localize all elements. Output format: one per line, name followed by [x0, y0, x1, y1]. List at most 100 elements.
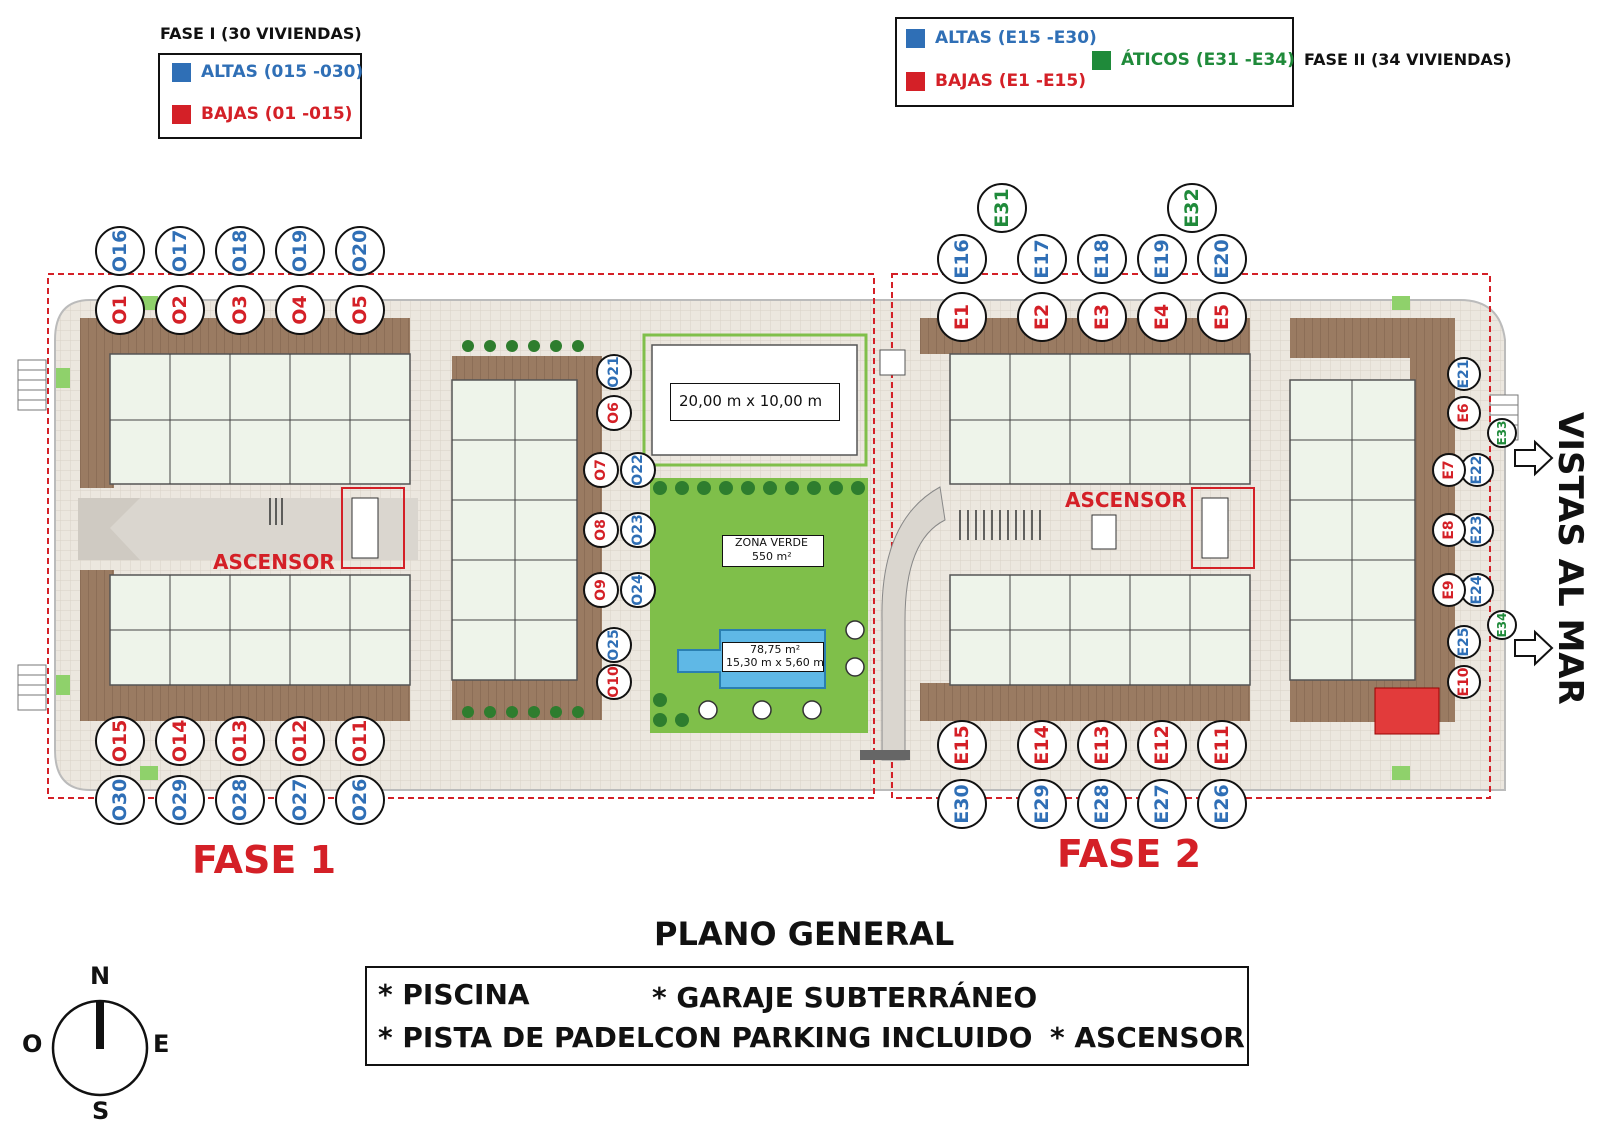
- unit-marker-o20: O20: [335, 226, 385, 276]
- unit-marker-label: O8: [593, 519, 609, 541]
- feature-piscina: * PISCINA: [378, 978, 530, 1011]
- unit-marker-e7: E7: [1432, 453, 1466, 487]
- ascensor-label-2: ASCENSOR: [1065, 488, 1187, 512]
- vistas-al-mar: VISTAS AL MAR: [1550, 412, 1590, 705]
- unit-marker-circle: [1137, 720, 1187, 770]
- unit-marker-circle: [155, 226, 205, 276]
- fase1-title: FASE 1: [192, 838, 337, 882]
- unit-marker-e32: E32: [1167, 183, 1217, 233]
- compass-s: S: [92, 1097, 110, 1125]
- unit-marker-e30: E30: [937, 779, 987, 829]
- unit-marker-o10: O10: [596, 664, 632, 700]
- unit-marker-circle: [1432, 573, 1466, 607]
- unit-marker-label: E3: [1091, 304, 1113, 330]
- unit-marker-label: E7: [1441, 460, 1457, 479]
- unit-marker-circle: [95, 775, 145, 825]
- ascensor-box-1: [341, 487, 405, 569]
- unit-marker-label: E33: [1495, 421, 1509, 446]
- unit-marker-e16: E16: [937, 234, 987, 284]
- unit-marker-label: E6: [1456, 403, 1472, 422]
- unit-marker-circle: [1447, 357, 1481, 391]
- unit-marker-circle: [335, 775, 385, 825]
- unit-marker-e8: E8: [1432, 513, 1466, 547]
- unit-marker-e19: E19: [1137, 234, 1187, 284]
- unit-marker-label: O14: [169, 720, 191, 763]
- unit-marker-e10: E10: [1447, 665, 1481, 699]
- unit-marker-circle: [335, 285, 385, 335]
- unit-marker-e9: E9: [1432, 573, 1466, 607]
- unit-marker-label: O22: [630, 454, 646, 485]
- feature-parking: CON PARKING INCLUIDO: [654, 1021, 1033, 1054]
- unit-marker-label: O3: [229, 295, 251, 324]
- unit-marker-label: E27: [1151, 784, 1173, 823]
- unit-marker-circle: [215, 775, 265, 825]
- unit-marker-label: O5: [349, 295, 371, 324]
- unit-marker-e34: E34: [1487, 610, 1517, 640]
- unit-marker-circle: [937, 720, 987, 770]
- unit-marker-circle: [596, 627, 632, 663]
- ascensor-label-1: ASCENSOR: [213, 550, 335, 574]
- unit-marker-label: E29: [1031, 784, 1053, 823]
- unit-marker-circle: [1487, 418, 1517, 448]
- unit-marker-label: E12: [1151, 725, 1173, 764]
- unit-marker-circle: [1197, 234, 1247, 284]
- unit-marker-e20: E20: [1197, 234, 1247, 284]
- unit-marker-label: E11: [1211, 725, 1233, 764]
- unit-marker-label: E30: [951, 784, 973, 823]
- unit-marker-label: E31: [991, 188, 1013, 227]
- unit-marker-label: E10: [1456, 667, 1472, 696]
- court-dims: 20,00 m x 10,00 m: [679, 392, 823, 410]
- unit-marker-o25: O25: [596, 627, 632, 663]
- unit-marker-label: E2: [1031, 304, 1053, 330]
- legend-fase1-box: [158, 53, 362, 139]
- unit-marker-label: O28: [229, 779, 251, 822]
- red-square-icon: [906, 71, 925, 91]
- sea-arrows: [1514, 439, 1554, 667]
- unit-marker-e6: E6: [1447, 396, 1481, 430]
- unit-marker-circle: [1137, 292, 1187, 342]
- unit-marker-label: O4: [289, 295, 311, 324]
- unit-marker-label: E9: [1441, 580, 1457, 599]
- unit-marker-e27: E27: [1137, 779, 1187, 829]
- unit-marker-label: E5: [1211, 304, 1233, 330]
- unit-marker-e15: E15: [937, 720, 987, 770]
- compass-o: O: [22, 1030, 43, 1058]
- unit-marker-circle: [1432, 453, 1466, 487]
- unit-marker-label: E1: [951, 304, 973, 330]
- unit-marker-label: E32: [1181, 188, 1203, 227]
- unit-marker-o11: O11: [335, 716, 385, 766]
- unit-marker-circle: [275, 716, 325, 766]
- unit-marker-e26: E26: [1197, 779, 1247, 829]
- unit-marker-e23: E23: [1460, 513, 1494, 547]
- unit-marker-label: E13: [1091, 725, 1113, 764]
- unit-marker-e4: E4: [1137, 292, 1187, 342]
- unit-marker-e25: E25: [1447, 625, 1481, 659]
- zona-verde-area: 550 m²: [752, 550, 792, 563]
- unit-marker-o17: O17: [155, 226, 205, 276]
- unit-marker-e11: E11: [1197, 720, 1247, 770]
- unit-marker-circle: [275, 226, 325, 276]
- unit-marker-circle: [1447, 665, 1481, 699]
- unit-marker-e31: E31: [977, 183, 1027, 233]
- unit-marker-label: E17: [1031, 239, 1053, 278]
- unit-marker-label: E34: [1495, 613, 1509, 638]
- legend-fase1-title: FASE I (30 VIVIENDAS): [160, 24, 362, 43]
- unit-marker-label: O11: [349, 720, 371, 763]
- unit-marker-circle: [596, 354, 632, 390]
- unit-marker-label: E15: [951, 725, 973, 764]
- unit-marker-e17: E17: [1017, 234, 1067, 284]
- unit-marker-label: E22: [1469, 455, 1485, 484]
- unit-marker-e28: E28: [1077, 779, 1127, 829]
- unit-marker-label: O12: [289, 720, 311, 763]
- unit-marker-label: O16: [109, 230, 131, 273]
- unit-marker-o13: O13: [215, 716, 265, 766]
- unit-marker-label: O21: [606, 356, 622, 387]
- unit-marker-e21: E21: [1447, 357, 1481, 391]
- unit-marker-e29: E29: [1017, 779, 1067, 829]
- unit-marker-circle: [155, 285, 205, 335]
- fase2-title: FASE 2: [1057, 832, 1202, 876]
- unit-marker-e18: E18: [1077, 234, 1127, 284]
- legend-fase2-bajas: BAJAS (E1 -E15): [906, 71, 1086, 91]
- green-zone: [650, 478, 868, 733]
- unit-marker-label: E14: [1031, 725, 1053, 764]
